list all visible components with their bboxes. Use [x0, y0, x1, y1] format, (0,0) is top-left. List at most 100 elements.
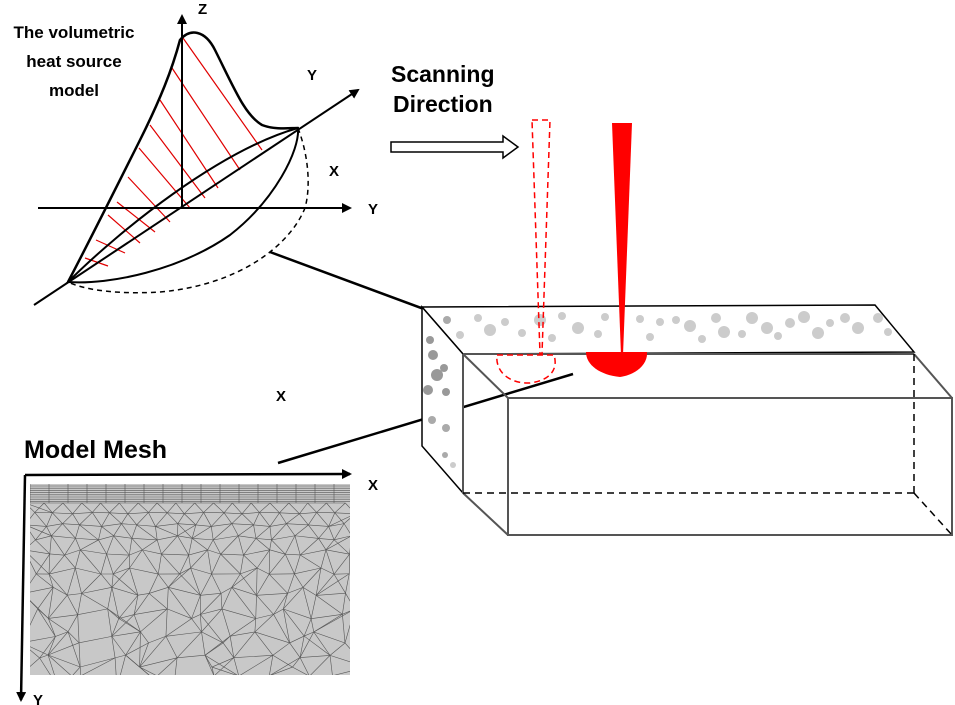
mesh-line — [148, 573, 159, 594]
mesh-line — [157, 535, 178, 541]
mesh-line — [343, 523, 350, 534]
mesh-line — [326, 502, 336, 514]
powder-particle — [774, 332, 782, 340]
mesh-line — [271, 523, 287, 541]
mesh-line — [300, 538, 319, 556]
mesh-line — [309, 676, 325, 688]
mesh-line — [279, 512, 287, 524]
mesh-line — [204, 635, 231, 656]
mesh-line — [268, 553, 286, 575]
mesh-line — [268, 573, 288, 594]
mesh-line — [62, 513, 73, 524]
mesh-line — [136, 524, 156, 527]
hollow-right-arrow-icon — [390, 134, 520, 160]
mesh-line — [253, 524, 257, 539]
mesh-line — [48, 553, 51, 575]
mesh-line — [285, 554, 295, 574]
mesh-line — [315, 595, 343, 615]
mesh-line — [345, 593, 350, 602]
mesh-line — [142, 549, 162, 555]
mesh-line — [79, 524, 99, 541]
mesh-line — [79, 512, 93, 526]
mesh-line — [179, 554, 189, 575]
mesh-line — [211, 666, 237, 675]
powder-particle — [636, 315, 644, 323]
mesh-line — [109, 512, 122, 524]
mesh-line — [30, 550, 50, 555]
mesh-line — [64, 549, 81, 556]
mesh-line — [111, 587, 120, 619]
mesh-line — [30, 636, 56, 642]
mesh-line — [111, 618, 120, 637]
mesh-line — [35, 553, 51, 575]
mesh-line — [328, 515, 350, 527]
mesh-line — [240, 554, 244, 574]
mesh-line — [101, 512, 110, 527]
mesh-line — [179, 573, 201, 596]
mesh-line — [273, 593, 288, 615]
mesh-line — [328, 512, 336, 527]
mesh-line — [192, 526, 212, 539]
mesh-line — [285, 553, 301, 556]
mesh-line — [139, 666, 156, 675]
powder-particle — [812, 327, 824, 339]
mesh-line — [259, 502, 271, 513]
mesh-line — [220, 553, 241, 575]
mesh-line — [75, 567, 101, 575]
mesh-line — [254, 618, 257, 632]
scanning-direction: Scanning Direction — [390, 61, 520, 160]
mesh-line — [241, 512, 260, 515]
mesh-line — [204, 655, 215, 675]
mesh-line — [192, 538, 214, 541]
powder-particle — [450, 462, 456, 468]
mesh-line — [191, 614, 201, 619]
mesh-line — [129, 549, 143, 569]
mesh-line — [166, 587, 169, 609]
mesh-line — [81, 657, 116, 675]
powder-particle — [873, 313, 883, 323]
mesh-line — [129, 567, 139, 596]
mesh-line — [333, 554, 350, 575]
mesh-line — [308, 512, 317, 526]
mesh-line — [167, 512, 179, 524]
mesh-line — [177, 513, 185, 524]
mesh-line — [334, 535, 350, 541]
mesh-line — [240, 573, 257, 596]
mesh-line — [30, 531, 36, 541]
mesh-line — [273, 614, 290, 644]
mesh-line — [243, 554, 258, 569]
mesh-line — [231, 573, 241, 588]
mesh-line — [107, 587, 113, 609]
mesh-line — [191, 595, 201, 619]
mesh-line — [131, 538, 143, 551]
mesh-line — [72, 512, 93, 515]
mesh-line — [203, 512, 212, 527]
mesh-line — [30, 526, 52, 537]
mesh-line — [30, 539, 36, 546]
mesh-line — [81, 593, 108, 610]
mesh-line — [184, 513, 197, 526]
mesh-line — [48, 573, 54, 588]
mesh-line — [294, 524, 309, 536]
mesh-line — [133, 614, 141, 632]
mesh-line — [269, 549, 286, 555]
powder-particle — [785, 318, 795, 328]
powder-particle — [428, 416, 436, 424]
mesh-line — [177, 654, 206, 659]
mesh-line — [191, 618, 202, 633]
mesh-line — [224, 512, 243, 515]
mesh-line — [139, 642, 149, 668]
mesh-line — [292, 666, 308, 675]
mesh-line — [175, 502, 185, 514]
mesh-line — [214, 657, 235, 675]
mesh-line — [80, 657, 116, 668]
mesh-line — [167, 608, 192, 619]
mesh-line — [35, 535, 52, 541]
mesh-line — [256, 574, 270, 596]
powder-particle — [501, 318, 509, 326]
heat-flux-hatching — [84, 37, 263, 267]
mesh-line — [329, 655, 333, 675]
mesh-line — [286, 513, 300, 524]
mesh-line — [210, 526, 214, 540]
mesh-line — [75, 567, 82, 594]
